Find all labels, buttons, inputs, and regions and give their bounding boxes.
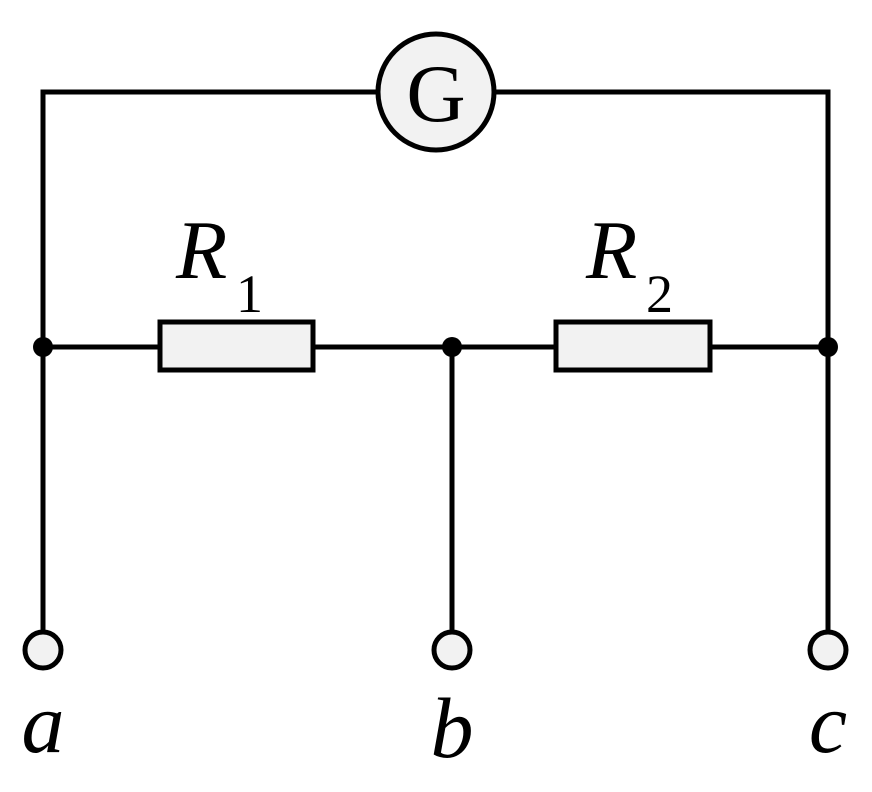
junction-dot-a (33, 337, 53, 357)
junction-dot-c (818, 337, 838, 357)
terminal-b: b (431, 629, 474, 776)
resistor-r1-label: R (175, 204, 227, 297)
resistor-r1-subscript: 1 (236, 264, 263, 324)
resistor-r2-body (553, 319, 713, 373)
resistor-r2: R 2 (553, 204, 713, 373)
resistor-r1: R 1 (157, 204, 316, 373)
resistor-r2-subscript: 2 (646, 264, 673, 324)
terminal-a: a (22, 629, 65, 771)
junction-dot-b (442, 337, 462, 357)
resistor-r1-body (157, 319, 316, 373)
terminal-a-label: a (22, 675, 65, 771)
terminal-c-icon (807, 629, 849, 671)
galvanometer: G (375, 31, 497, 153)
galvanometer-icon (375, 31, 497, 153)
resistor-r2-label: R (585, 204, 637, 297)
terminal-b-icon (431, 629, 473, 671)
terminal-c: c (807, 629, 849, 771)
galvanometer-symbol: G (406, 48, 465, 139)
terminal-c-label: c (809, 675, 847, 771)
terminal-b-label: b (431, 680, 474, 776)
terminal-a-icon (22, 629, 64, 671)
